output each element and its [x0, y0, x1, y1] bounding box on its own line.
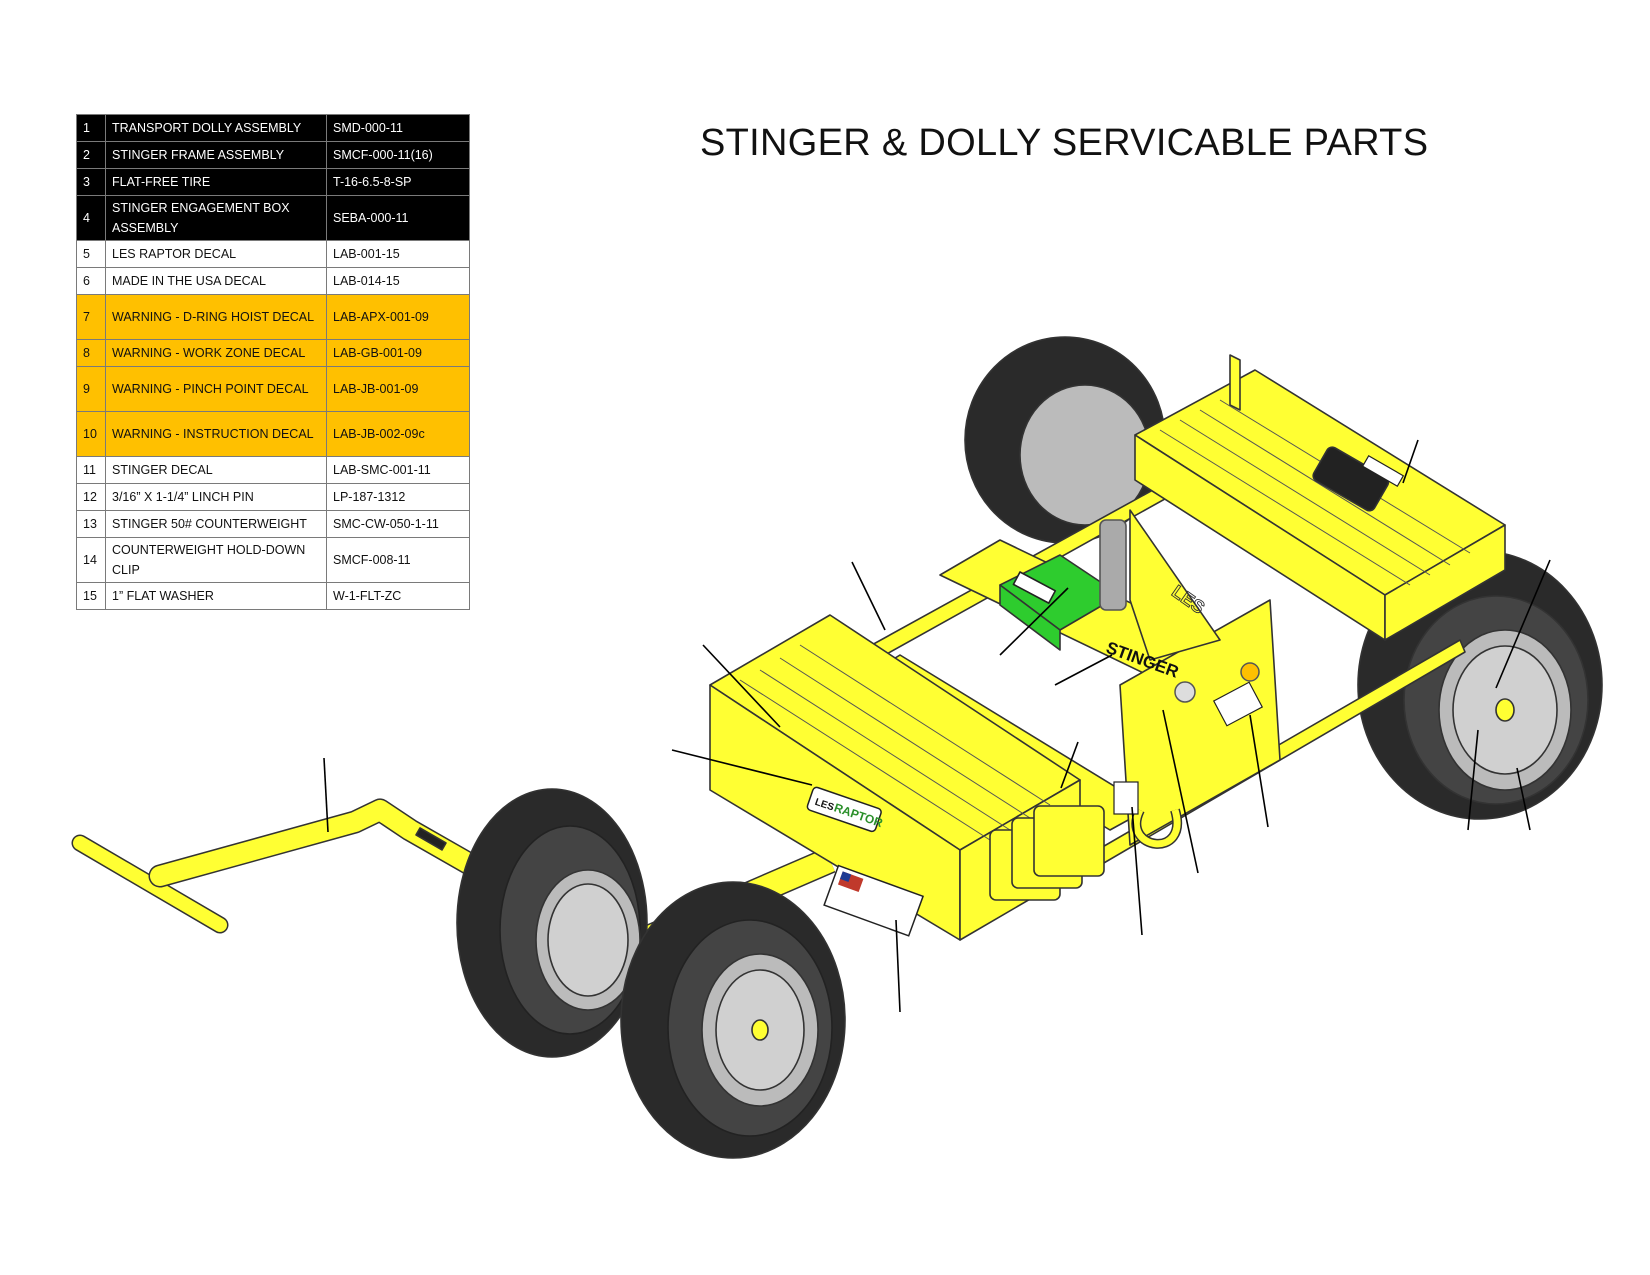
- part-name-cell: 1” FLAT WASHER: [105, 582, 327, 610]
- part-number-cell: 3: [76, 168, 106, 196]
- work-zone-decal: [1212, 681, 1264, 727]
- part-number-cell: 12: [76, 483, 106, 511]
- part-code-cell: SEBA-000-11: [326, 195, 470, 241]
- part-number-cell: 14: [76, 537, 106, 583]
- part-number-cell: 1: [76, 114, 106, 142]
- part-code-cell: LAB-JB-001-09: [326, 366, 470, 412]
- part-code-cell: LAB-001-15: [326, 240, 470, 268]
- part-number-cell: 13: [76, 510, 106, 538]
- linch-pin-knob: [1174, 681, 1196, 703]
- part-number-cell: 6: [76, 267, 106, 295]
- dolly-tire-left: [456, 788, 648, 1058]
- part-code-cell: W-1-FLT-ZC: [326, 582, 470, 610]
- part-name-cell: COUNTERWEIGHT HOLD-DOWN CLIP: [105, 537, 327, 583]
- pinch-point-decal: [1113, 781, 1139, 815]
- made-in-usa-decal: [823, 864, 925, 937]
- hoist-decal: [1361, 454, 1405, 488]
- engagement-box-warning-decal: [1240, 662, 1260, 682]
- part-name-cell: STINGER FRAME ASSEMBLY: [105, 141, 327, 169]
- part-number-cell: 15: [76, 582, 106, 610]
- callout-leaders: [323, 439, 1551, 1013]
- part-code-cell: LAB-SMC-001-11: [326, 456, 470, 484]
- part-name-cell: TRANSPORT DOLLY ASSEMBLY: [105, 114, 327, 142]
- counterweight: [989, 805, 1105, 901]
- part-code-cell: T-16-6.5-8-SP: [326, 168, 470, 196]
- part-name-cell: WARNING - D-RING HOIST DECAL: [105, 294, 327, 340]
- part-name-cell: STINGER 50# COUNTERWEIGHT: [105, 510, 327, 538]
- part-number-cell: 7: [76, 294, 106, 340]
- part-name-cell: FLAT-FREE TIRE: [105, 168, 327, 196]
- part-number-cell: 2: [76, 141, 106, 169]
- part-name-cell: MADE IN THE USA DECAL: [105, 267, 327, 295]
- part-code-cell: SMCF-000-11(16): [326, 141, 470, 169]
- part-name-cell: STINGER ENGAGEMENT BOX ASSEMBLY: [105, 195, 327, 241]
- part-number-cell: 10: [76, 411, 106, 457]
- part-name-cell: LES RAPTOR DECAL: [105, 240, 327, 268]
- part-code-cell: LAB-APX-001-09: [326, 294, 470, 340]
- part-number-cell: 8: [76, 339, 106, 367]
- part-name-cell: STINGER DECAL: [105, 456, 327, 484]
- part-name-cell: 3/16” X 1-1/4” LINCH PIN: [105, 483, 327, 511]
- part-name-cell: WARNING - PINCH POINT DECAL: [105, 366, 327, 412]
- part-number-cell: 5: [76, 240, 106, 268]
- dolly-tire-right: [620, 881, 846, 1159]
- part-number-cell: 11: [76, 456, 106, 484]
- page-title: STINGER & DOLLY SERVICABLE PARTS: [700, 122, 1429, 164]
- part-code-cell: SMCF-008-11: [326, 537, 470, 583]
- part-code-cell: SMD-000-11: [326, 114, 470, 142]
- part-code-cell: SMC-CW-050-1-11: [326, 510, 470, 538]
- part-code-cell: LAB-JB-002-09c: [326, 411, 470, 457]
- part-name-cell: WARNING - INSTRUCTION DECAL: [105, 411, 327, 457]
- part-code-cell: LAB-014-15: [326, 267, 470, 295]
